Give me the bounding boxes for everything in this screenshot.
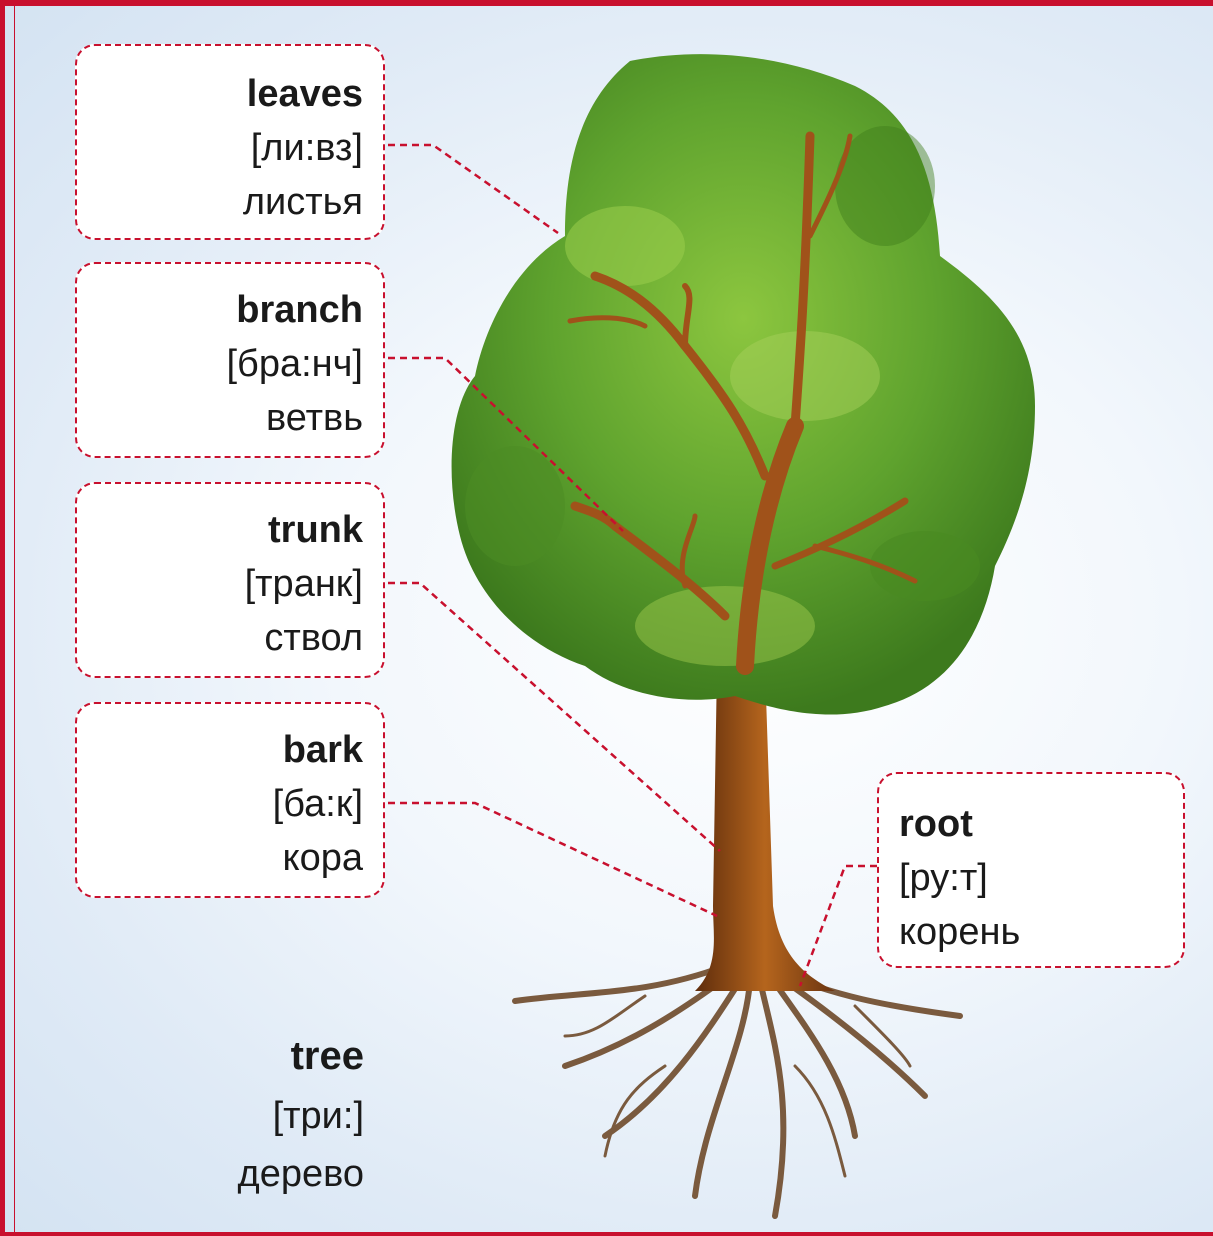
label-transcription-root: [ру:т] [899, 857, 988, 899]
label-transcription-leaves: [ли:вз] [250, 127, 363, 169]
trunk-shape [695, 666, 835, 991]
label-card-branch: branch [бра:нч] ветвь [75, 262, 385, 458]
tree-illustration [388, 54, 1035, 1219]
label-word-root: root [899, 803, 973, 845]
label-transcription-branch: [бра:нч] [226, 343, 364, 385]
leader-line-branch [388, 356, 624, 532]
label-transcription-trunk: [транк] [244, 563, 363, 605]
foliage [451, 54, 1035, 715]
leader-line-trunk [388, 581, 721, 852]
label-word-leaves: leaves [246, 73, 363, 115]
roots [512, 963, 963, 1219]
label-card-bark: bark [ба:к] кора [75, 702, 385, 898]
label-translation-trunk: ствол [264, 617, 363, 659]
frame-inner-line [14, 6, 15, 1232]
label-transcription-bark: [ба:к] [272, 783, 363, 825]
leader-line-leaves [388, 143, 559, 235]
title-translation: дерево [237, 1153, 364, 1195]
label-word-trunk: trunk [268, 509, 363, 551]
title-transcription: [три:] [272, 1095, 364, 1137]
label-card-leaves: leaves [ли:вз] листья [75, 44, 385, 240]
leader-line-root [798, 864, 877, 987]
label-word-bark: bark [282, 729, 363, 771]
label-word-branch: branch [236, 289, 363, 331]
label-translation-branch: ветвь [265, 397, 363, 439]
label-translation-leaves: листья [242, 181, 363, 223]
label-card-root: root [ру:т] корень [877, 772, 1185, 968]
label-translation-root: корень [899, 911, 1021, 953]
branches [567, 131, 918, 675]
title-word: tree [290, 1034, 364, 1078]
leader-lines [388, 143, 877, 987]
leader-line-bark [388, 801, 718, 918]
label-translation-bark: кора [282, 837, 363, 879]
label-card-trunk: trunk [транк] ствол [75, 482, 385, 678]
